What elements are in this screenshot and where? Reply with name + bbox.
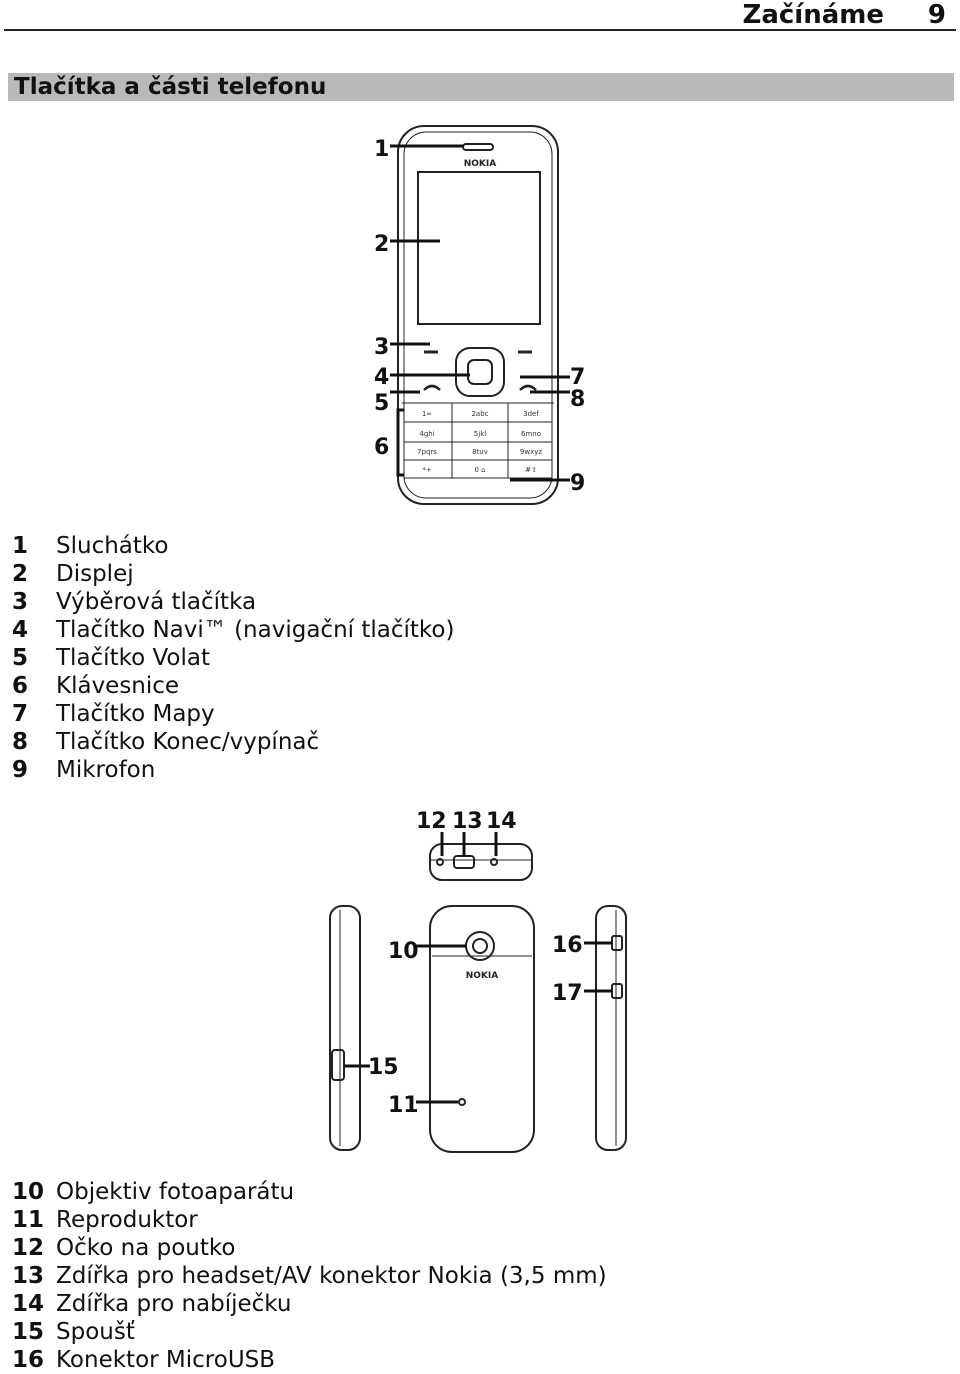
section-title: Tlačítka a části telefonu [14, 74, 327, 100]
part-item: 8 Tlačítko Konec/vypínač [12, 728, 454, 756]
keypad-key-label: 3def [523, 410, 539, 418]
part-label: Očko na poutko [56, 1235, 236, 1261]
part-number: 10 [12, 1179, 45, 1205]
callout-2: 2 [374, 232, 389, 257]
callout-1: 1 [374, 137, 389, 162]
callout-3: 3 [374, 335, 389, 360]
page-number: 9 [927, 0, 946, 30]
callout-8: 8 [570, 387, 585, 412]
part-label: Konektor MicroUSB [56, 1347, 276, 1373]
chapter-title: Začínáme [742, 0, 884, 30]
part-item: 14 Zdířka pro nabíječku [12, 1290, 607, 1318]
navi-key [455, 347, 505, 397]
part-number: 14 [12, 1291, 45, 1317]
part-number: 4 [12, 617, 29, 643]
part-label: Klávesnice [56, 673, 180, 699]
callout-4: 4 [374, 365, 389, 390]
phone-body [397, 125, 559, 505]
part-item: 4 Tlačítko Navi™ (navigační tlačítko) [12, 616, 454, 644]
phone-back-illustration: NOKIA [416, 905, 535, 1153]
callout-9: 9 [570, 471, 585, 496]
part-number: 7 [12, 701, 29, 727]
part-label: Výběrová tlačítka [56, 589, 257, 615]
part-item: 1 Sluchátko [12, 532, 454, 560]
callout-12: 12 [416, 809, 447, 834]
section-heading-bar: Tlačítka a části telefonu [8, 73, 954, 101]
part-number: 1 [12, 533, 29, 559]
keypad-key-label: #⇧ [525, 466, 537, 474]
part-label: Tlačítko Volat [56, 645, 210, 671]
part-number: 12 [12, 1235, 45, 1261]
part-item: 16 Konektor MicroUSB [12, 1346, 607, 1374]
callout-7: 7 [570, 365, 585, 390]
part-label: Zdířka pro headset/AV konektor Nokia (3,… [56, 1263, 607, 1289]
back-brand-logo: NOKIA [466, 971, 499, 981]
part-number: 16 [12, 1347, 45, 1373]
part-item: 7 Tlačítko Mapy [12, 700, 454, 728]
callout-13: 13 [452, 809, 483, 834]
part-label: Displej [56, 561, 134, 587]
part-item: 11 Reproduktor [12, 1206, 607, 1234]
speaker-grille [458, 1098, 466, 1106]
display [417, 171, 541, 325]
callout-14: 14 [486, 809, 517, 834]
part-label: Tlačítko Konec/vypínač [56, 729, 320, 755]
phone-right-side-illustration [584, 905, 627, 1151]
header-divider [4, 29, 956, 31]
part-number: 15 [12, 1319, 45, 1345]
callout-5: 5 [374, 391, 389, 416]
part-number: 5 [12, 645, 29, 671]
part-item: 10 Objektiv fotoaparátu [12, 1178, 607, 1206]
part-item: 13 Zdířka pro headset/AV konektor Nokia (… [12, 1262, 607, 1290]
part-label: Spoušť [56, 1319, 135, 1345]
back-body [429, 905, 535, 1153]
part-number: 6 [12, 673, 29, 699]
callout-6: 6 [374, 435, 389, 460]
parts-list-back: 10 Objektiv fotoaparátu 11 Reproduktor 12 Očk… [12, 1178, 607, 1374]
part-number: 3 [12, 589, 29, 615]
part-label: Sluchátko [56, 533, 169, 559]
keypad-key-label: 9wxyz [520, 448, 542, 456]
earpiece [462, 143, 494, 151]
part-number: 9 [12, 757, 29, 783]
part-number: 13 [12, 1263, 45, 1289]
part-item: 3 Výběrová tlačítka [12, 588, 454, 616]
keypad-key-label: 8tuv [472, 448, 488, 456]
keypad-key-label: *+ [422, 466, 432, 474]
keypad-key-label: 5jkl [474, 430, 486, 438]
keypad-key-label: 7pqrs [417, 448, 437, 456]
keypad-key-label: 4ghi [419, 430, 434, 438]
part-label: Reproduktor [56, 1207, 198, 1233]
keypad-key-label: 0 ⌂ [474, 466, 485, 474]
part-item: 5 Tlačítko Volat [12, 644, 454, 672]
part-label: Objektiv fotoaparátu [56, 1179, 295, 1205]
part-number: 8 [12, 729, 29, 755]
part-item: 9 Mikrofon [12, 756, 454, 784]
part-item: 12 Očko na poutko [12, 1234, 607, 1262]
part-item: 6 Klávesnice [12, 672, 454, 700]
keypad-key-label: 6mno [521, 430, 541, 438]
keypad-key-label: 1∞ [422, 410, 432, 418]
part-number: 11 [12, 1207, 45, 1233]
keypad-key-label: 2abc [471, 410, 488, 418]
part-label: Zdířka pro nabíječku [56, 1291, 292, 1317]
phone-left-side-illustration [329, 905, 370, 1151]
part-label: Tlačítko Mapy [56, 701, 215, 727]
part-item: 15 Spoušť [12, 1318, 607, 1346]
part-item: 2 Displej [12, 560, 454, 588]
brand-logo: NOKIA [464, 159, 497, 169]
part-number: 2 [12, 561, 29, 587]
phone-front-illustration: NOKIA 1∞ 2abc 3def 4ghi 5jkl 6mno 7pqrs 8tuv 9wx… [374, 125, 585, 505]
part-label: Mikrofon [56, 757, 156, 783]
part-label: Tlačítko Navi™ (navigační tlačítko) [56, 617, 455, 643]
